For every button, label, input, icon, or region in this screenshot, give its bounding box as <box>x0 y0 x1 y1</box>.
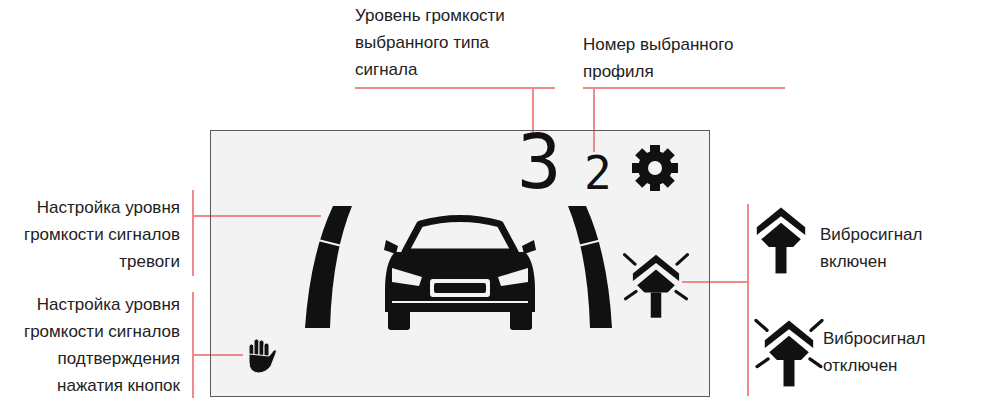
callout-label: Уровень громкости выбранного типа сигнал… <box>355 2 545 83</box>
vibration-off-icon <box>756 320 822 386</box>
callout-label: Настройка уровня громкости сигналов подт… <box>8 291 180 399</box>
lcd-screen: 32 <box>210 130 710 397</box>
leader-lines <box>193 88 785 398</box>
vibration-on-icon <box>757 207 805 273</box>
callout-label: Вибросигнал отключен <box>823 325 948 379</box>
callout-label: Настройка уровня громкости сигналов трев… <box>8 194 180 275</box>
hand-icon <box>249 339 276 373</box>
callout-label: Номер выбранного профиля <box>583 31 758 85</box>
callout-label: Вибросигнал включен <box>820 221 945 275</box>
volume-arcs <box>305 206 612 328</box>
vibration-icon <box>625 255 688 318</box>
segment-digit: 3 <box>517 125 562 199</box>
settings-gear <box>632 145 678 191</box>
segment-digit: 2 <box>584 150 612 196</box>
car-icon <box>384 219 536 331</box>
screen-ground <box>210 130 710 397</box>
